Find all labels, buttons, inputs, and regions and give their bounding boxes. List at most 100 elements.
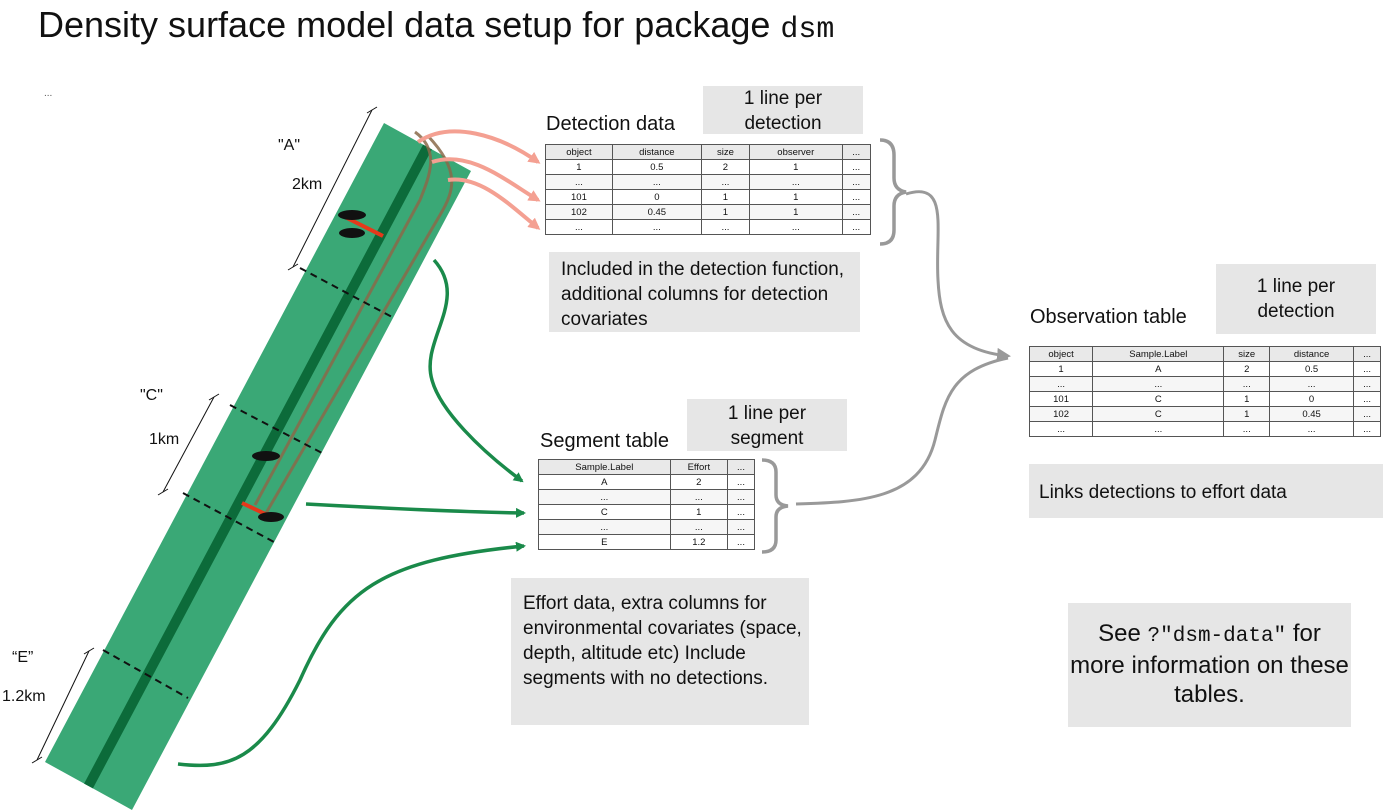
table-cell: ... (669, 489, 729, 505)
table-cell: ... (1092, 376, 1225, 392)
col-header: size (1223, 346, 1271, 362)
col-header: distance (611, 144, 702, 160)
table-cell: 102 (545, 204, 613, 220)
segment-e-label: “E” (12, 649, 34, 666)
table-header-row: object distance size observer ... (545, 144, 871, 160)
col-header: ... (1353, 346, 1381, 362)
table-row: ............... (1028, 376, 1381, 392)
table-cell: ... (1223, 376, 1271, 392)
col-header: Sample.Label (538, 459, 671, 475)
help-topic: ?"dsm-data" (1147, 625, 1287, 648)
table-cell: E (538, 534, 671, 550)
length-indicators (31, 106, 378, 764)
table-cell: ... (1269, 421, 1355, 437)
table-cell: ... (727, 489, 755, 505)
table-cell: 0.5 (611, 159, 702, 175)
table-cell: A (1092, 361, 1225, 377)
table-cell: ... (611, 174, 702, 190)
table-cell: ... (749, 174, 843, 190)
table-cell: ... (1353, 421, 1381, 437)
col-header: ... (841, 144, 871, 160)
table-cell: ... (1353, 391, 1381, 407)
table-cell: 1.2 (669, 534, 729, 550)
table-cell: 102 (1028, 406, 1094, 422)
see-prefix: See (1098, 620, 1141, 647)
table-cell: 1 (700, 204, 751, 220)
table-cell: A (538, 474, 671, 490)
observation-title: Observation table (1030, 306, 1187, 328)
segment-brace (761, 458, 789, 554)
table-cell: 2 (1223, 361, 1271, 377)
table-cell: C (1092, 391, 1225, 407)
animals (252, 210, 366, 522)
segment-note: Effort data, extra columns for environme… (511, 578, 809, 725)
table-cell: 1 (700, 189, 751, 205)
table-cell: ... (1028, 421, 1094, 437)
table-cell: ... (841, 189, 871, 205)
table-cell: 0.5 (1269, 361, 1355, 377)
survey-path (260, 134, 454, 521)
detection-per-line: 1 line per detection (703, 86, 863, 134)
segment-c-label: "C" (140, 387, 163, 404)
col-header: Sample.Label (1092, 346, 1225, 362)
table-cell: 1 (1223, 391, 1271, 407)
table-cell: 101 (545, 189, 613, 205)
table-cell: ... (1092, 421, 1225, 437)
col-header: ... (727, 459, 755, 475)
col-header: Effort (669, 459, 729, 475)
see-also-note: See ?"dsm-data" for more information on … (1068, 603, 1351, 727)
table-row: ......... (538, 489, 755, 505)
detection-title: Detection data (546, 113, 675, 135)
table-cell: ... (727, 474, 755, 490)
table-row: ............... (545, 219, 871, 235)
table-cell: ... (545, 219, 613, 235)
table-cell: ... (1269, 376, 1355, 392)
segment-boundaries (102, 267, 393, 699)
table-cell: ... (841, 174, 871, 190)
table-cell: ... (545, 174, 613, 190)
table-cell: 1 (749, 189, 843, 205)
corner-note: ... (44, 88, 53, 99)
table-cell: ... (749, 219, 843, 235)
table-cell: 2 (669, 474, 729, 490)
see-suffix: for more information on these tables. (1070, 620, 1349, 708)
table-cell: 0 (1269, 391, 1355, 407)
table-cell: 1 (749, 204, 843, 220)
table-cell: ... (727, 519, 755, 535)
table-cell: ... (1223, 421, 1271, 437)
table-cell: 1 (1223, 406, 1271, 422)
table-cell: ... (700, 219, 751, 235)
table-cell: 0 (611, 189, 702, 205)
detection-brace (879, 138, 907, 246)
segment-arrows (177, 258, 526, 768)
table-cell: 101 (1028, 391, 1094, 407)
title-text: Density surface model data setup for pac… (38, 4, 771, 45)
segment-a-length: 2km (292, 176, 323, 193)
observation-note: Links detections to effort data (1029, 464, 1383, 518)
table-cell: ... (1353, 361, 1381, 377)
table-cell: C (1092, 406, 1225, 422)
segment-c-length: 1km (149, 431, 180, 448)
table-cell: ... (611, 219, 702, 235)
trackline (84, 144, 432, 789)
table-cell: ... (841, 204, 871, 220)
table-cell: ... (1353, 406, 1381, 422)
observation-per-line: 1 line per detection (1216, 264, 1376, 334)
col-header: object (545, 144, 613, 160)
detection-note: Included in the detection function, addi… (549, 252, 860, 332)
col-header: observer (749, 144, 843, 160)
table-cell: ... (1028, 376, 1094, 392)
page-title: Density surface model data setup for pac… (38, 4, 834, 47)
segment-title: Segment table (540, 430, 669, 452)
